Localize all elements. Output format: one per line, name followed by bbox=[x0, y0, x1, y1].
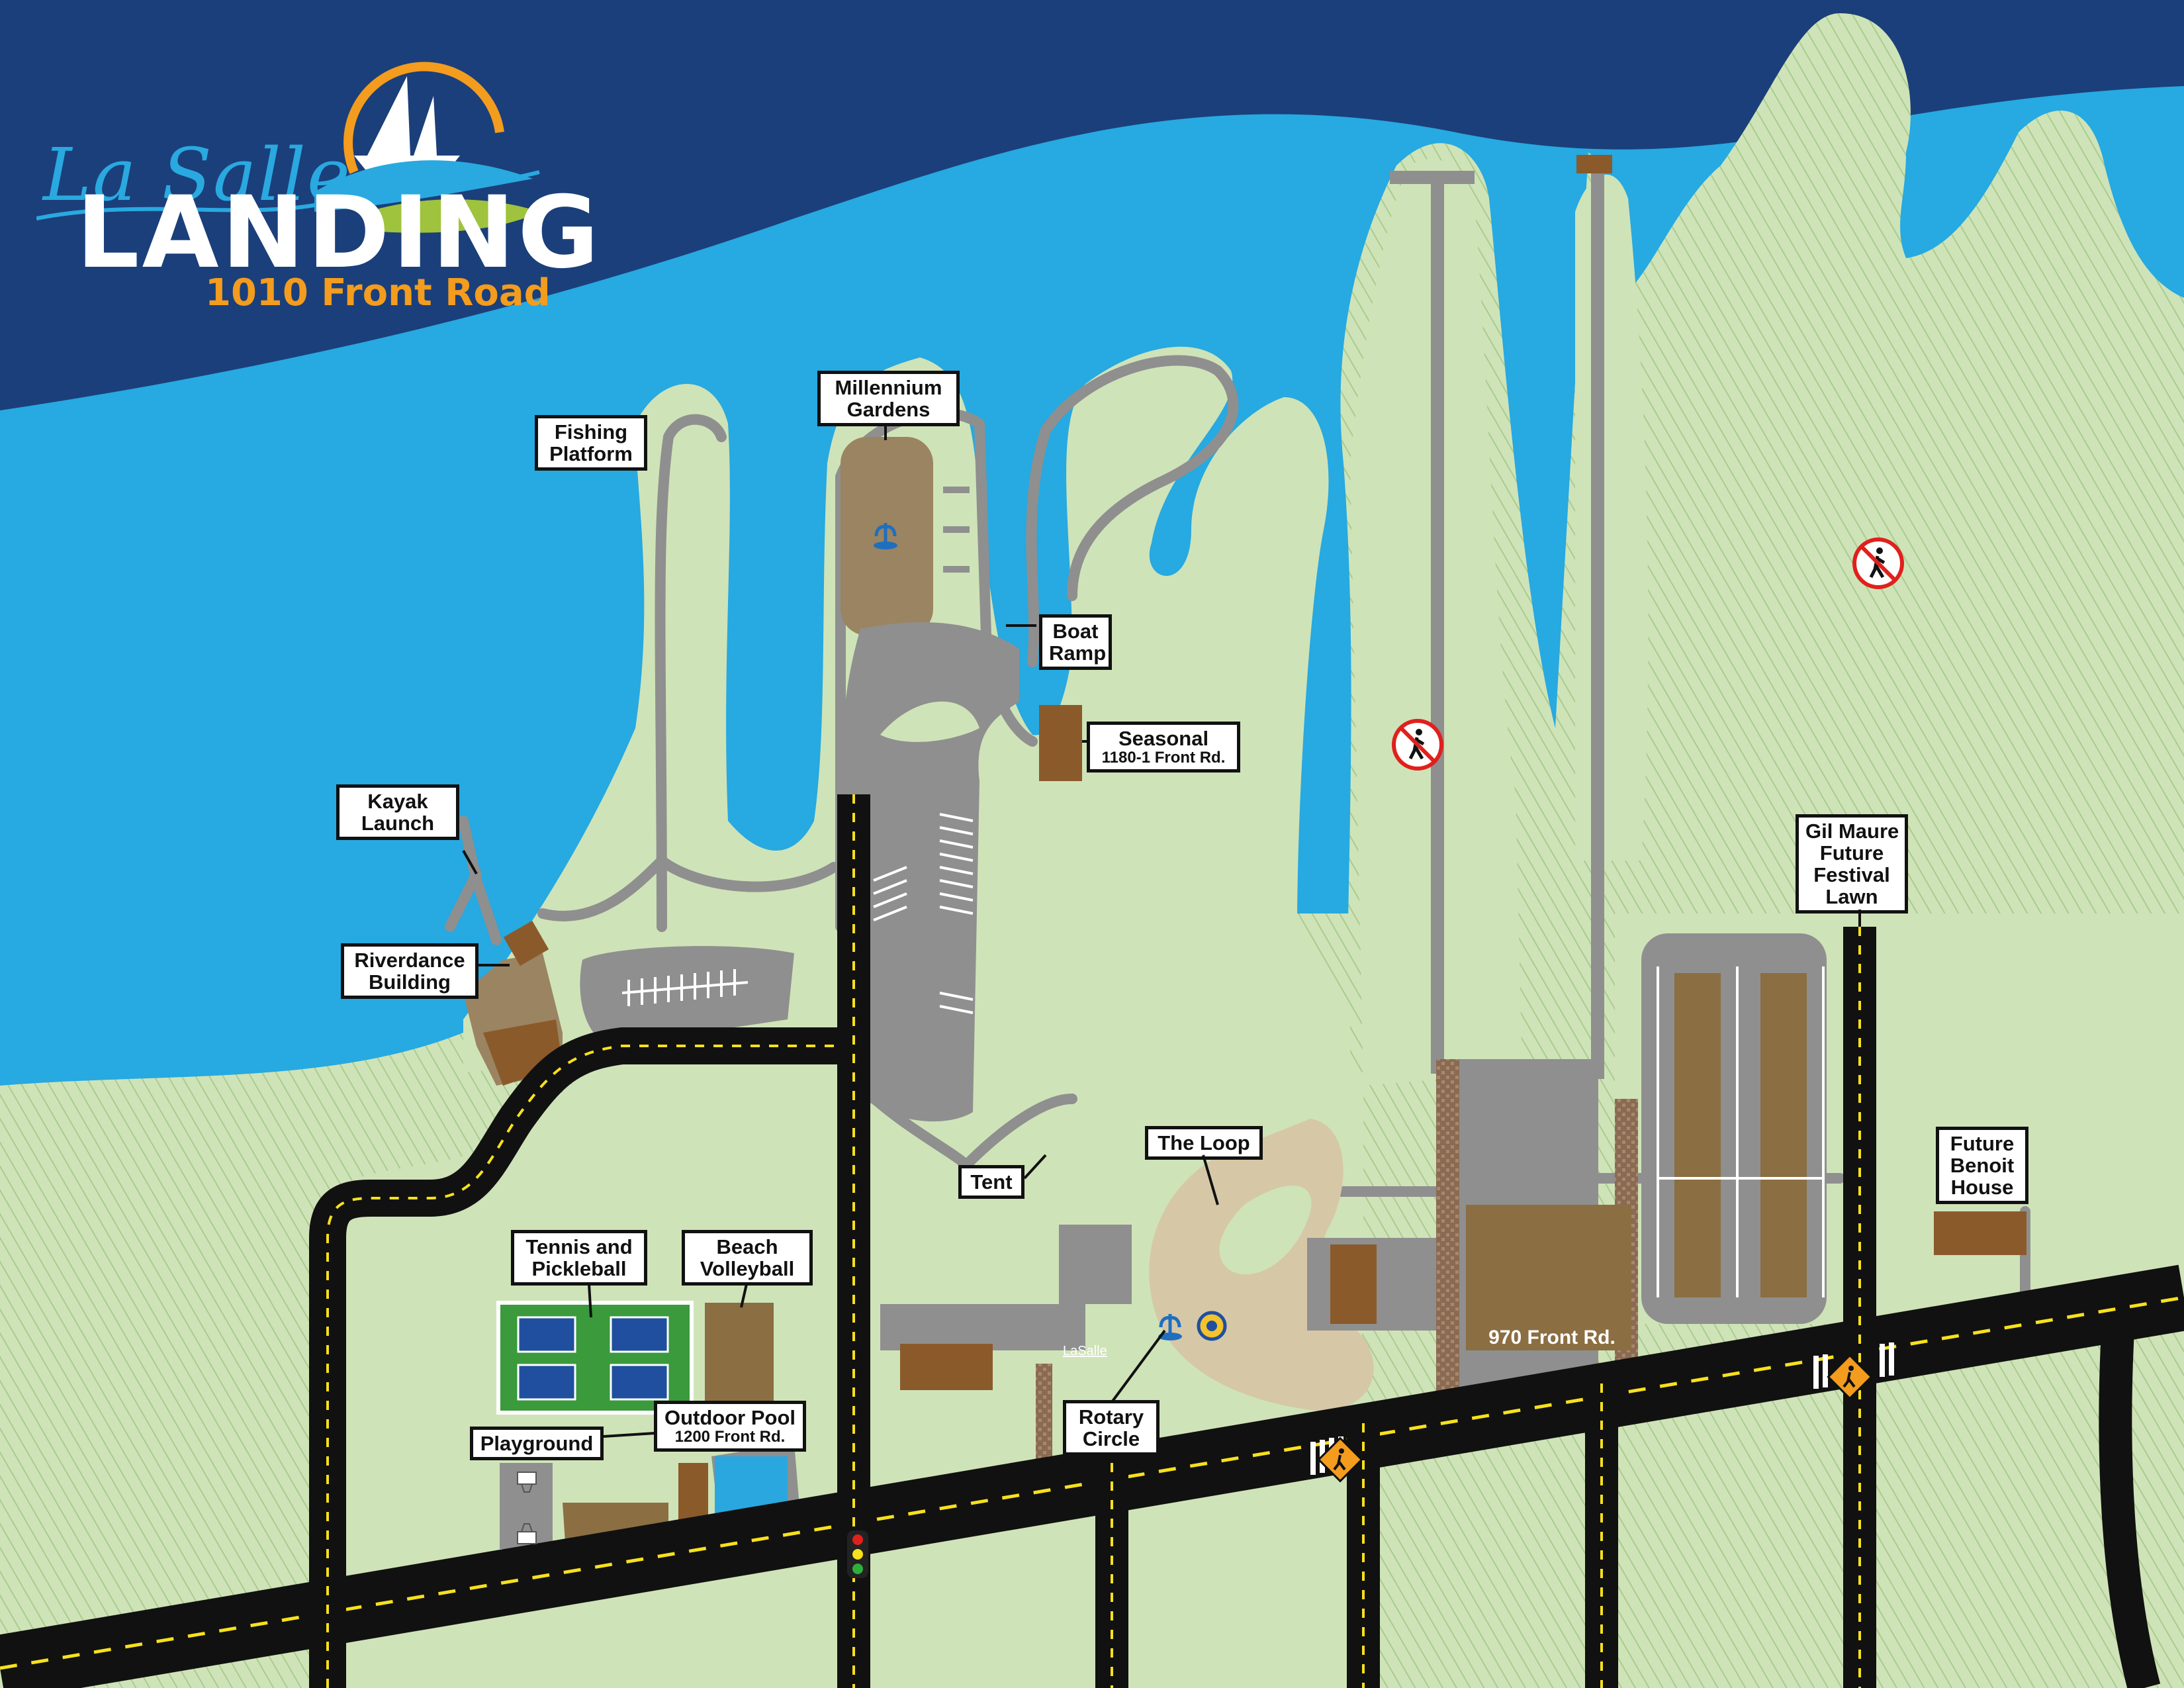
label-gil-maure-festival-lawn[interactable]: Gil Maure Future Festival Lawn bbox=[1796, 814, 1908, 914]
walking-paths bbox=[445, 355, 2030, 1329]
label-line: Seasonal bbox=[1118, 727, 1209, 750]
label-outdoor-pool[interactable]: Outdoor Pool 1200 Front Rd. bbox=[654, 1401, 806, 1452]
label-line: Playground bbox=[480, 1432, 594, 1455]
label-millennium-gardens[interactable]: Millennium Gardens bbox=[817, 371, 960, 426]
label-line: Ramp bbox=[1049, 641, 1107, 665]
parking-stripes bbox=[873, 813, 974, 1014]
label-line: Lawn bbox=[1825, 885, 1878, 908]
lower-building bbox=[900, 1344, 993, 1390]
lasalle-landing-logo: La Salle LANDING 1010 Front Road bbox=[36, 40, 599, 318]
label-line: Benoit bbox=[1950, 1154, 2015, 1177]
seasonal-building bbox=[1039, 705, 1082, 781]
rotary-emblem-icon bbox=[1197, 1311, 1227, 1341]
east-parking-stripes bbox=[1657, 966, 1825, 1297]
no-walking-icon bbox=[1852, 538, 1904, 589]
label-line: Millennium bbox=[835, 376, 942, 399]
label-line: Fishing bbox=[554, 420, 628, 444]
kayak-launch-shed bbox=[503, 920, 549, 966]
label-line: Beach bbox=[716, 1235, 778, 1258]
label-riverdance-building[interactable]: Riverdance Building bbox=[341, 943, 478, 999]
pier-west-cap bbox=[1390, 171, 1475, 184]
building-970 bbox=[1466, 1205, 1631, 1350]
label-line: Tennis and bbox=[525, 1235, 633, 1258]
lower-parking bbox=[880, 1304, 1085, 1350]
label-line: Circle bbox=[1082, 1427, 1140, 1450]
basketball-hoop-icon bbox=[517, 1523, 537, 1544]
plaza-paving bbox=[1059, 1225, 1132, 1304]
roads bbox=[0, 794, 2184, 1688]
label-line: Riverdance bbox=[354, 949, 465, 972]
logo-script-text: La Salle bbox=[43, 132, 351, 217]
label-playground[interactable]: Playground bbox=[470, 1427, 604, 1460]
logo-address: 1010 Front Road bbox=[205, 271, 551, 314]
benoit-house bbox=[1934, 1211, 2026, 1255]
label-line: Rotary bbox=[1078, 1405, 1144, 1429]
label-line: The Loop bbox=[1158, 1131, 1250, 1154]
label-fishing-platform[interactable]: Fishing Platform bbox=[535, 415, 647, 471]
label-rotary-circle[interactable]: Rotary Circle bbox=[1063, 1400, 1160, 1456]
dock-slips bbox=[943, 487, 970, 573]
main-parking-lot bbox=[841, 622, 1019, 1122]
label-line: Launch bbox=[361, 812, 435, 835]
riverdance-parking bbox=[580, 946, 794, 1046]
east-parking-median-2 bbox=[1760, 973, 1807, 1297]
east-shelter bbox=[1330, 1244, 1377, 1324]
label-line: Platform bbox=[549, 442, 633, 465]
label-tent[interactable]: Tent bbox=[958, 1165, 1024, 1199]
pedestrian-crossing-icon bbox=[1317, 1436, 1363, 1483]
label-future-benoit-house[interactable]: Future Benoit House bbox=[1936, 1127, 2028, 1204]
traffic-light-icon bbox=[847, 1530, 868, 1578]
label-line: Building bbox=[369, 970, 451, 994]
label-line: Pickleball bbox=[531, 1257, 627, 1280]
label-line: Boat bbox=[1052, 620, 1099, 643]
label-kayak-launch[interactable]: Kayak Launch bbox=[336, 784, 459, 840]
label-line: Kayak bbox=[367, 790, 428, 813]
parking-island bbox=[880, 701, 979, 742]
label-line: Outdoor Pool bbox=[664, 1406, 796, 1429]
riverdance-parking-stripes bbox=[621, 969, 749, 1006]
pedestrian-crossing-icon bbox=[1827, 1354, 1873, 1400]
label-line: House bbox=[1950, 1176, 2014, 1199]
label-line: Tent bbox=[970, 1170, 1013, 1194]
pier-east-cap bbox=[1576, 155, 1612, 173]
label-line: Festival bbox=[1813, 863, 1890, 886]
label-address: 1180-1 Front Rd. bbox=[1101, 749, 1226, 767]
label-line: Gil Maure bbox=[1805, 820, 1899, 843]
the-loop-lawn bbox=[1219, 1186, 1312, 1275]
label-970-front-rd[interactable]: 970 Front Rd. bbox=[1488, 1327, 1615, 1348]
pier-west bbox=[1431, 173, 1444, 1074]
pier-east bbox=[1591, 165, 1604, 1079]
brick-wall-west bbox=[1436, 1059, 1459, 1417]
label-line: Gardens bbox=[846, 398, 931, 421]
court-surfaces bbox=[517, 1316, 669, 1401]
fountain-icon bbox=[874, 523, 897, 549]
ship-icon bbox=[36, 62, 540, 233]
no-walking-icon bbox=[1392, 719, 1443, 771]
beach-volleyball-court bbox=[705, 1303, 774, 1410]
label-line: Future bbox=[1950, 1132, 2015, 1155]
basketball-hoop-icon bbox=[517, 1472, 537, 1493]
east-parking-median-1 bbox=[1674, 973, 1721, 1297]
label-line: Volleyball bbox=[700, 1257, 795, 1280]
label-beach-volleyball[interactable]: Beach Volleyball bbox=[682, 1230, 813, 1286]
logo-title: LANDING bbox=[76, 175, 602, 291]
label-boat-ramp[interactable]: Boat Ramp bbox=[1039, 614, 1112, 670]
fountain-icon bbox=[1158, 1314, 1182, 1340]
label-the-loop[interactable]: The Loop bbox=[1145, 1126, 1263, 1160]
lasalle-sign: LaSalle bbox=[1063, 1344, 1107, 1358]
label-address: 1200 Front Rd. bbox=[674, 1428, 786, 1446]
label-seasonal[interactable]: Seasonal 1180-1 Front Rd. bbox=[1087, 722, 1240, 773]
label-line: Future bbox=[1819, 841, 1884, 865]
label-tennis-pickleball[interactable]: Tennis and Pickleball bbox=[511, 1230, 647, 1286]
